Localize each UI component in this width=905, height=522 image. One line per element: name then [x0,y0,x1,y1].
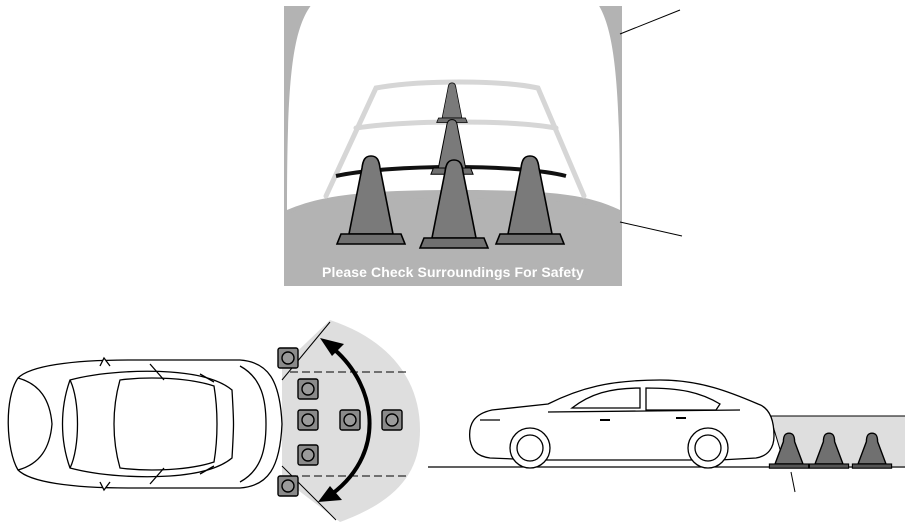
side-view-car-icon [470,380,774,468]
leader-line-lower [620,222,682,236]
traffic-cone-icon [769,433,891,468]
safety-warning-text: Please Check Surroundings For Safety [284,258,622,286]
top-view-diagram [8,320,420,522]
leader-line-cone [791,472,795,492]
side-view-diagram [428,380,905,492]
top-view-car-icon [8,358,282,490]
rear-camera-screen [284,4,682,286]
leader-line-upper [620,10,680,34]
